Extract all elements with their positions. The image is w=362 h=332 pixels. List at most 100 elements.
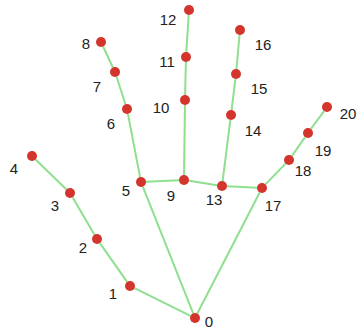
bone-line [292,137,305,156]
dot-circle [125,281,135,291]
landmark-number: 10 [153,100,170,115]
landmark-dot: 6 [122,104,132,114]
dot-circle [303,128,313,138]
dot-shape [303,128,313,138]
dot-shape [180,95,190,105]
bone-line [73,197,95,234]
landmark-dot: 0 [190,313,200,323]
bone-line [128,114,140,177]
landmark-number: 20 [340,106,357,121]
landmark-dot: 17 [257,183,267,193]
landmark-dot: 20 [322,102,332,112]
dot-circle [122,104,132,114]
dot-shape [226,110,236,120]
bone-line [117,77,126,104]
landmark-number: 2 [79,240,87,255]
bone-line [197,192,259,313]
dot-shape [322,102,332,112]
landmark-number: 19 [315,143,332,158]
dot-circle [284,155,294,165]
landmark-dot: 7 [110,67,120,77]
dot-circle [110,67,120,77]
landmark-dot: 11 [181,52,191,62]
dot-circle [231,69,241,79]
landmark-dot: 9 [179,175,189,185]
landmark-number: 16 [255,37,272,52]
landmark-number: 17 [265,198,282,213]
dot-shape [235,25,245,35]
dot-shape [284,155,294,165]
landmark-number: 11 [159,54,175,69]
landmark-number: 3 [51,198,59,213]
dot-shape [179,175,189,185]
dot-shape [92,234,102,244]
landmark-number: 12 [160,12,177,27]
landmark-dot: 10 [180,95,190,105]
landmark-dot: 1 [125,281,135,291]
landmark-dot: 19 [303,128,313,138]
landmark-dot: 2 [92,234,102,244]
landmark-dot: 14 [226,110,236,120]
dot-circle [65,188,75,198]
landmark-number: 0 [205,314,213,329]
dot-circle [322,102,332,112]
bone-line [186,15,188,52]
dot-shape [257,183,267,193]
bone-line [103,47,113,68]
dot-shape [181,52,191,62]
dot-circle [190,313,200,323]
landmark-dot: 4 [27,151,37,161]
dot-circle [257,183,267,193]
landmark-number: 5 [122,183,130,198]
landmark-dot: 3 [65,188,75,198]
dot-circle [184,5,194,15]
dot-shape [125,281,135,291]
bone-line [36,159,67,189]
dot-circle [235,25,245,35]
dot-shape [65,188,75,198]
landmark-number: 7 [93,79,101,94]
landmark-number: 4 [10,161,18,176]
landmark-number: 9 [167,188,175,203]
dot-shape [27,151,37,161]
dot-circle [180,95,190,105]
bone-line [146,180,179,182]
bone-line [311,111,324,129]
dot-circle [179,175,189,185]
bone-line [189,181,217,185]
dot-circle [181,52,191,62]
landmark-number: 8 [82,36,90,51]
landmark-number: 1 [109,286,117,301]
landmark-dot: 15 [231,69,241,79]
landmark-dot: 8 [96,37,106,47]
bone-line [184,62,187,95]
dot-shape [184,5,194,15]
bone-line [236,35,239,69]
dot-circle [27,151,37,161]
landmark-number: 15 [251,81,268,96]
bone-line [227,186,257,188]
dot-circle [217,181,227,191]
dot-shape [231,69,241,79]
bone-line [134,288,190,316]
landmark-dot: 5 [136,177,146,187]
bone-line [223,120,231,181]
bone-line [232,79,236,110]
dot-shape [110,67,120,77]
landmark-number: 13 [206,192,223,207]
dot-circle [226,110,236,120]
dot-shape [96,37,106,47]
dot-shape [190,313,200,323]
bone-line [183,105,186,175]
dot-circle [92,234,102,244]
dot-shape [136,177,146,187]
landmark-dot: 13 [217,181,227,191]
bone-line [100,243,127,282]
landmark-dot: 16 [235,25,245,35]
bone-line [265,164,285,185]
dot-circle [96,37,106,47]
landmark-number: 14 [245,123,262,138]
landmark-dot: 12 [184,5,194,15]
dot-circle [136,177,146,187]
